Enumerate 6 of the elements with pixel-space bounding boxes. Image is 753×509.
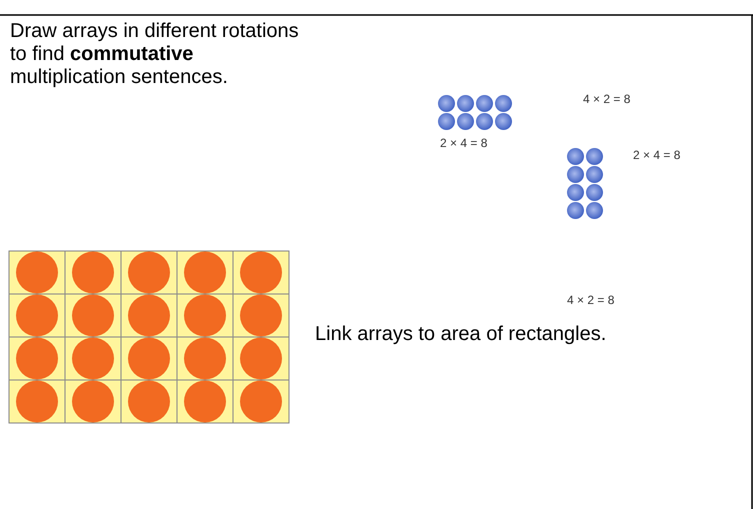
instruction-text: Draw arrays in different rotations to find commutative multiplication sentences. — [10, 20, 300, 89]
equation-label: 2 × 4 = 8 — [633, 148, 680, 162]
instruction-text: Link arrays to area of rectangles. — [315, 323, 608, 346]
equation-label: 4 × 2 = 8 — [567, 293, 614, 307]
equation-label: 4 × 2 = 8 — [583, 92, 630, 106]
equation-label: 2 × 4 = 8 — [440, 136, 488, 150]
